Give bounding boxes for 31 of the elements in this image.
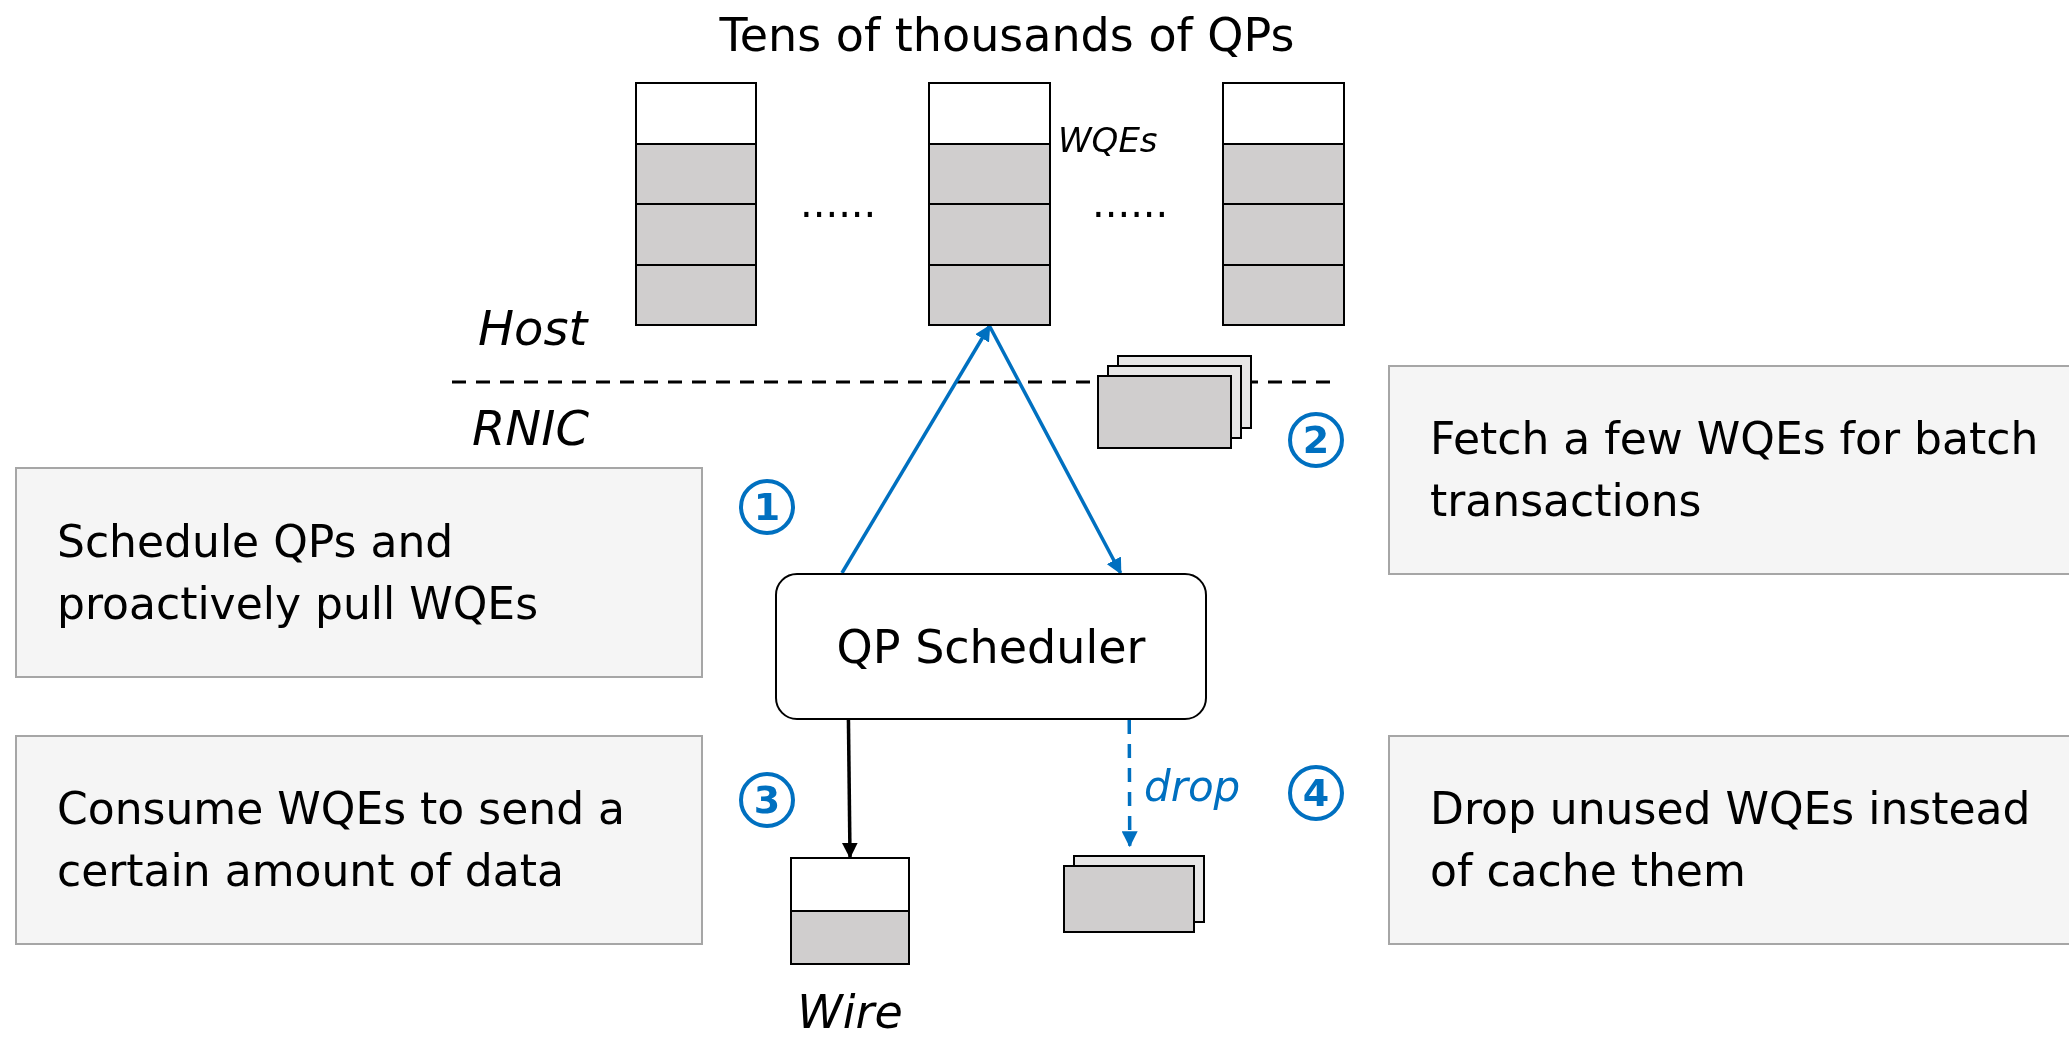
callout-number: 2	[1288, 412, 1344, 468]
callout-number: 3	[739, 772, 795, 828]
queue-drawing	[790, 857, 910, 965]
side-caption: WQEs	[1058, 120, 1158, 160]
arrow	[1121, 720, 1138, 848]
note-text: Schedule QPs and proactively pull WQEs	[57, 514, 540, 631]
note-box	[15, 467, 703, 678]
arrow	[987, 325, 1123, 575]
arrow	[841, 720, 858, 859]
side-caption: Wire	[796, 985, 904, 1039]
ellipsis-text: ......	[800, 180, 877, 226]
note-text: Fetch a few WQEs for batch transactions	[1430, 412, 2040, 528]
callout-number: 4	[1288, 765, 1344, 821]
region-label: RNIC	[472, 400, 589, 456]
note-text: Consume WQEs to send a certain amount of data	[57, 782, 627, 898]
queue-drawing	[1222, 82, 1345, 326]
note-text: Drop unused WQEs instead of cache them	[1430, 782, 2032, 898]
region-label: Host	[478, 300, 588, 356]
callout-number: 1	[739, 479, 795, 535]
diagram-title: Tens of thousands of QPs	[718, 8, 1296, 62]
note-box	[1388, 735, 2069, 945]
ellipsis-text: ......	[1092, 180, 1169, 226]
note-box	[15, 735, 703, 945]
note-box	[1388, 365, 2069, 575]
card-stack-drawing	[1097, 355, 1252, 449]
process-box	[775, 573, 1207, 720]
queue-drawing	[635, 82, 757, 326]
card-stack-drawing	[1063, 855, 1205, 933]
box-label: QP Scheduler	[836, 619, 1146, 674]
queue-drawing	[928, 82, 1051, 326]
arrow	[840, 324, 991, 574]
